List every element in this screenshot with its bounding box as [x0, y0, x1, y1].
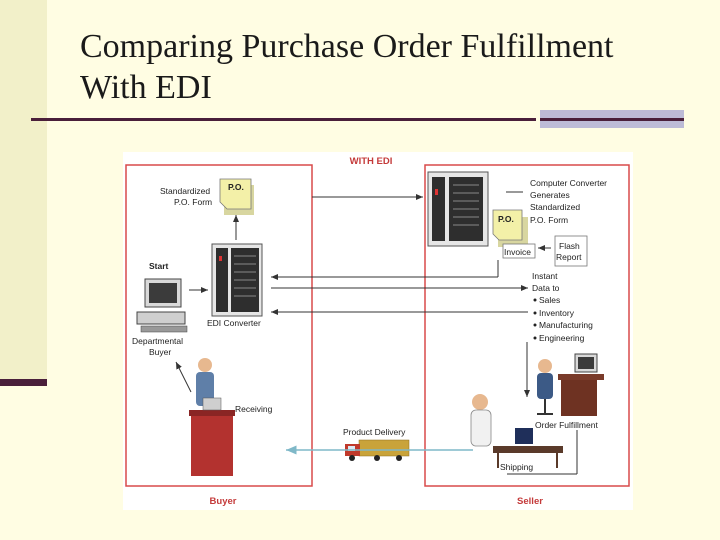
shipping-label: Shipping — [500, 462, 533, 472]
left-decor-rule — [47, 0, 49, 386]
buyer-po-document: P.O. — [219, 178, 254, 215]
instant-data-label-1: Instant — [532, 271, 558, 281]
seller-converter-line-2: Generates — [530, 190, 570, 200]
edi-diagram-svg: WITH EDI Buyer Seller P.O. Standardized … — [125, 156, 630, 507]
receiving-label: Receiving — [235, 404, 273, 414]
instant-data-bullets: Sales Inventory Manufacturing Engineerin… — [533, 295, 593, 343]
instant-data-label-2: Data to — [532, 283, 560, 293]
receiving-desk — [189, 397, 235, 476]
buyer-po-doc-text: P.O. — [228, 182, 244, 192]
flash-report-label-1: Flash — [559, 241, 580, 251]
invoice-document: Invoice — [502, 243, 536, 259]
bullet-manufacturing: Manufacturing — [539, 320, 593, 330]
flash-report-document: Flash Report — [554, 235, 588, 267]
invoice-label: Invoice — [504, 247, 531, 257]
edi-diagram: WITH EDI Buyer Seller P.O. Standardized … — [123, 152, 633, 510]
buyer-computer — [136, 278, 188, 333]
buyer-label: Buyer — [210, 496, 237, 507]
seller-converter-line-3: Standardized — [530, 202, 580, 212]
diagram-header: WITH EDI — [350, 156, 393, 167]
slide-title: Comparing Purchase Order Fulfillment Wit… — [80, 26, 700, 108]
seller-label: Seller — [517, 496, 543, 507]
seller-server — [427, 171, 489, 247]
flash-report-label-2: Report — [556, 252, 582, 262]
edi-converter-label: EDI Converter — [207, 318, 261, 328]
seller-po-doc-text: P.O. — [498, 214, 514, 224]
arrow-receiving-to-buyer — [175, 361, 192, 393]
receiving-person — [196, 358, 214, 406]
dept-buyer-label-1: Departmental — [132, 336, 183, 346]
buyer-po-form-label-1: Standardized — [160, 186, 210, 196]
bullet-sales: Sales — [539, 295, 560, 305]
product-delivery-label: Product Delivery — [343, 427, 406, 437]
bullet-inventory: Inventory — [539, 308, 575, 318]
edi-converter-server — [211, 243, 263, 317]
left-decor-bar — [0, 379, 47, 386]
left-decor-band — [0, 0, 47, 386]
seller-panel — [424, 164, 630, 487]
title-rule — [31, 118, 536, 121]
buyer-panel — [125, 164, 313, 487]
seller-po-document: P.O. — [492, 209, 528, 247]
title-rule-accent-line — [540, 118, 684, 121]
start-label: Start — [149, 261, 169, 271]
dept-buyer-label-2: Buyer — [149, 347, 171, 357]
shipping-workstation — [470, 394, 563, 468]
order-fulfillment-label: Order Fulfillment — [535, 420, 598, 430]
seller-converter-line-4: P.O. Form — [530, 215, 568, 225]
slide-title-line-2: With EDI — [80, 69, 212, 106]
order-fulfillment-workstation — [537, 353, 604, 416]
seller-converter-line-1: Computer Converter — [530, 178, 607, 188]
bullet-engineering: Engineering — [539, 333, 585, 343]
buyer-po-form-label-2: P.O. Form — [174, 197, 212, 207]
slide-title-line-1: Comparing Purchase Order Fulfillment — [80, 28, 614, 65]
